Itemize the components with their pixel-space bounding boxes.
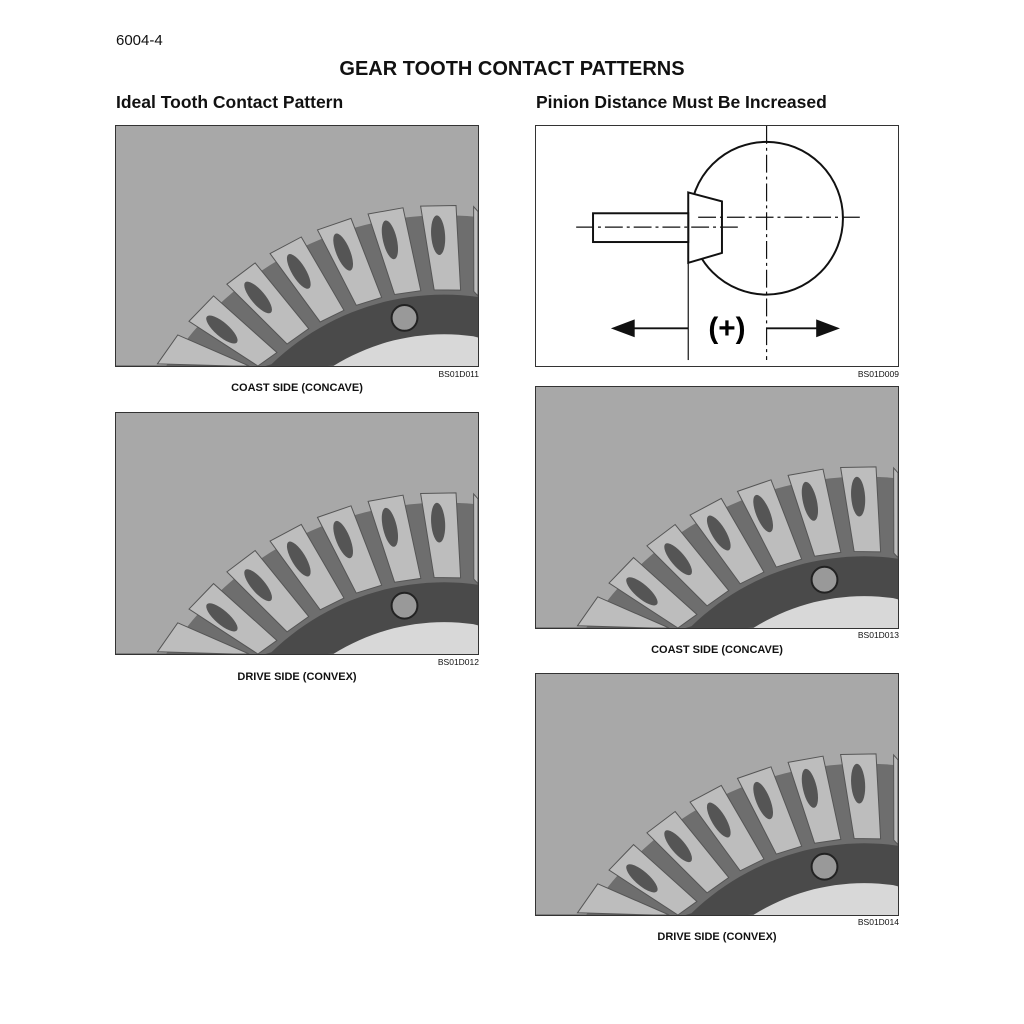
gear-photo-drive-increase [535, 673, 899, 916]
gear-photo-coast-increase [535, 386, 899, 629]
plus-label: (+) [708, 312, 745, 345]
figure-caption: COAST SIDE (CONCAVE) [651, 644, 783, 656]
gear-image [116, 126, 478, 366]
gear-photo-coast-ideal [115, 125, 479, 367]
arrow-right-icon [816, 319, 840, 338]
arrow-left-icon [610, 319, 635, 338]
gear-photo-drive-ideal [115, 412, 479, 655]
left-column-heading: Ideal Tooth Contact Pattern [116, 92, 344, 112]
page-title: GEAR TOOTH CONTACT PATTERNS [339, 58, 685, 80]
figure-caption: DRIVE SIDE (CONVEX) [237, 671, 357, 683]
figure-caption: COAST SIDE (CONCAVE) [231, 382, 363, 394]
gear-image [116, 413, 478, 654]
figure-id: BS01D012 [437, 657, 479, 667]
gear-image [536, 674, 898, 915]
figure-caption: DRIVE SIDE (CONVEX) [657, 931, 777, 943]
figure-id: BS01D009 [857, 369, 899, 379]
pinion-distance-diagram: (+) [535, 125, 899, 367]
pinion-diagram-svg: (+) [576, 126, 864, 361]
right-column-heading: Pinion Distance Must Be Increased [536, 92, 827, 112]
figure-id: BS01D011 [438, 369, 479, 379]
figure-id: BS01D014 [857, 917, 899, 927]
figure-id: BS01D013 [857, 630, 899, 640]
page-number: 6004-4 [116, 32, 163, 49]
gear-image [536, 387, 898, 628]
